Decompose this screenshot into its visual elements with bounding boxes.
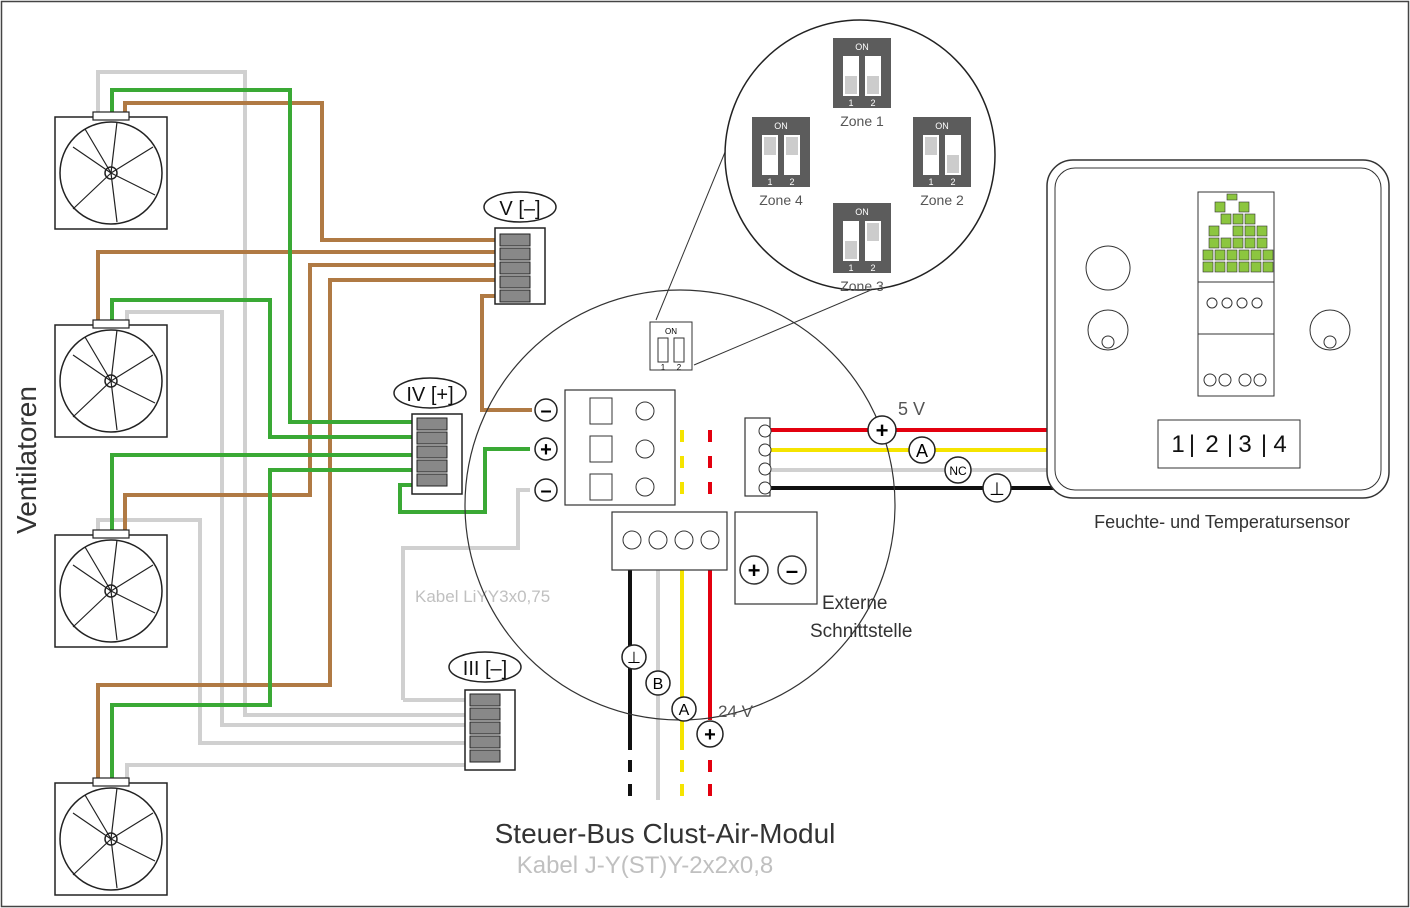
svg-text:1: 1 bbox=[1171, 431, 1184, 458]
bus-b: B bbox=[653, 676, 664, 693]
svg-text:ON: ON bbox=[855, 207, 869, 217]
bus-gnd: ⊥ bbox=[627, 650, 641, 667]
small-dip-on: ON bbox=[665, 327, 677, 336]
fan-1 bbox=[54, 111, 168, 230]
sensor-title: Feuchte- und Temperatursensor bbox=[1094, 512, 1350, 532]
connector-iv: IV [+] bbox=[393, 377, 467, 495]
svg-text:2: 2 bbox=[870, 263, 875, 273]
zone-4-label: Zone 4 bbox=[759, 192, 803, 208]
svg-text:|: | bbox=[1261, 431, 1267, 458]
sensor-gnd-circle bbox=[982, 473, 1012, 503]
svg-text:2: 2 bbox=[1205, 431, 1218, 458]
module-plus: + bbox=[540, 439, 552, 461]
module-minus-2: – bbox=[540, 480, 551, 502]
module-minus-1: – bbox=[540, 400, 551, 422]
dip-zoom: ON 1 2 Zone 1 ON 1 2 Zone 4 ON 1 2 Zone … bbox=[724, 19, 996, 294]
external-label-2: Schnittstelle bbox=[810, 621, 912, 642]
sensor-nc: NC bbox=[949, 464, 967, 478]
svg-text:3: 3 bbox=[1238, 431, 1251, 458]
bus-cable-label: Kabel J-Y(ST)Y-2x2x0,8 bbox=[517, 852, 774, 879]
sensor-a-circle bbox=[908, 436, 936, 464]
small-dip-pin1: 1 bbox=[661, 363, 666, 372]
small-dip-pin2: 2 bbox=[677, 363, 682, 372]
voltage-24v: 24 V bbox=[718, 702, 754, 721]
bus-b-circle bbox=[645, 670, 671, 696]
connector-iii-label: III [–] bbox=[463, 658, 507, 680]
external-label-1: Externe bbox=[822, 593, 887, 614]
connector-v-label: V [–] bbox=[499, 198, 540, 220]
svg-text:2: 2 bbox=[870, 98, 875, 108]
bus-plus: + bbox=[704, 724, 716, 746]
bus-a-circle bbox=[671, 696, 697, 722]
sensor-plus: + bbox=[876, 418, 889, 443]
connector-iv-label: IV [+] bbox=[406, 384, 453, 406]
external-plus: + bbox=[748, 558, 761, 583]
svg-text:ON: ON bbox=[774, 121, 788, 131]
fan-2 bbox=[54, 319, 168, 438]
sensor-plus-circle bbox=[867, 415, 897, 445]
svg-text:1: 1 bbox=[848, 98, 853, 108]
dip-zone-1: ON 1 2 Zone 1 bbox=[833, 38, 891, 129]
voltage-5v: 5 V bbox=[898, 399, 925, 419]
fans-title: Ventilatoren bbox=[11, 386, 42, 534]
bus-gnd-circle bbox=[621, 644, 647, 670]
sensor-terminal-labels: 1 | 2 | 3 | 4 bbox=[1171, 431, 1286, 458]
zone-3-label: Zone 3 bbox=[840, 278, 884, 294]
bus-a: A bbox=[679, 702, 690, 719]
green-wires bbox=[110, 88, 530, 780]
svg-text:2: 2 bbox=[950, 177, 955, 187]
connector-v: V [–] bbox=[483, 191, 557, 305]
bus-plus-circle bbox=[696, 720, 724, 748]
sensor-nc-circle bbox=[944, 456, 972, 484]
sensor-gnd: ⊥ bbox=[989, 479, 1005, 499]
svg-text:1: 1 bbox=[928, 177, 933, 187]
bus-dashes bbox=[628, 760, 712, 805]
svg-text:4: 4 bbox=[1273, 431, 1286, 458]
cable-fans-label: Kabel LiYY3x0,75 bbox=[415, 587, 550, 606]
svg-text:1: 1 bbox=[767, 177, 772, 187]
svg-text:ON: ON bbox=[855, 42, 869, 52]
svg-text:ON: ON bbox=[935, 121, 949, 131]
svg-text:|: | bbox=[1189, 431, 1195, 458]
connector-iii: III [–] bbox=[448, 651, 522, 771]
fan-3 bbox=[54, 529, 168, 648]
zoom-line-1 bbox=[655, 139, 731, 321]
bus-title: Steuer-Bus Clust-Air-Modul bbox=[495, 818, 836, 849]
control-module: – + – + – ON 1 2 bbox=[464, 289, 896, 721]
svg-text:|: | bbox=[1227, 431, 1233, 458]
external-minus: – bbox=[786, 558, 798, 583]
fan-4 bbox=[54, 777, 168, 896]
sensor-a: A bbox=[916, 441, 928, 461]
dip-zone-2: ON 1 2 Zone 2 bbox=[913, 117, 971, 208]
brown-wires bbox=[96, 101, 532, 780]
dip-zone-4: ON 1 2 Zone 4 bbox=[752, 117, 810, 208]
zone-1-label: Zone 1 bbox=[840, 113, 884, 129]
fans bbox=[54, 111, 168, 896]
svg-text:1: 1 bbox=[848, 263, 853, 273]
zone-2-label: Zone 2 bbox=[920, 192, 964, 208]
sensor-housing bbox=[1046, 159, 1390, 499]
dip-zone-3: ON 1 2 Zone 3 bbox=[833, 203, 891, 294]
svg-text:2: 2 bbox=[789, 177, 794, 187]
